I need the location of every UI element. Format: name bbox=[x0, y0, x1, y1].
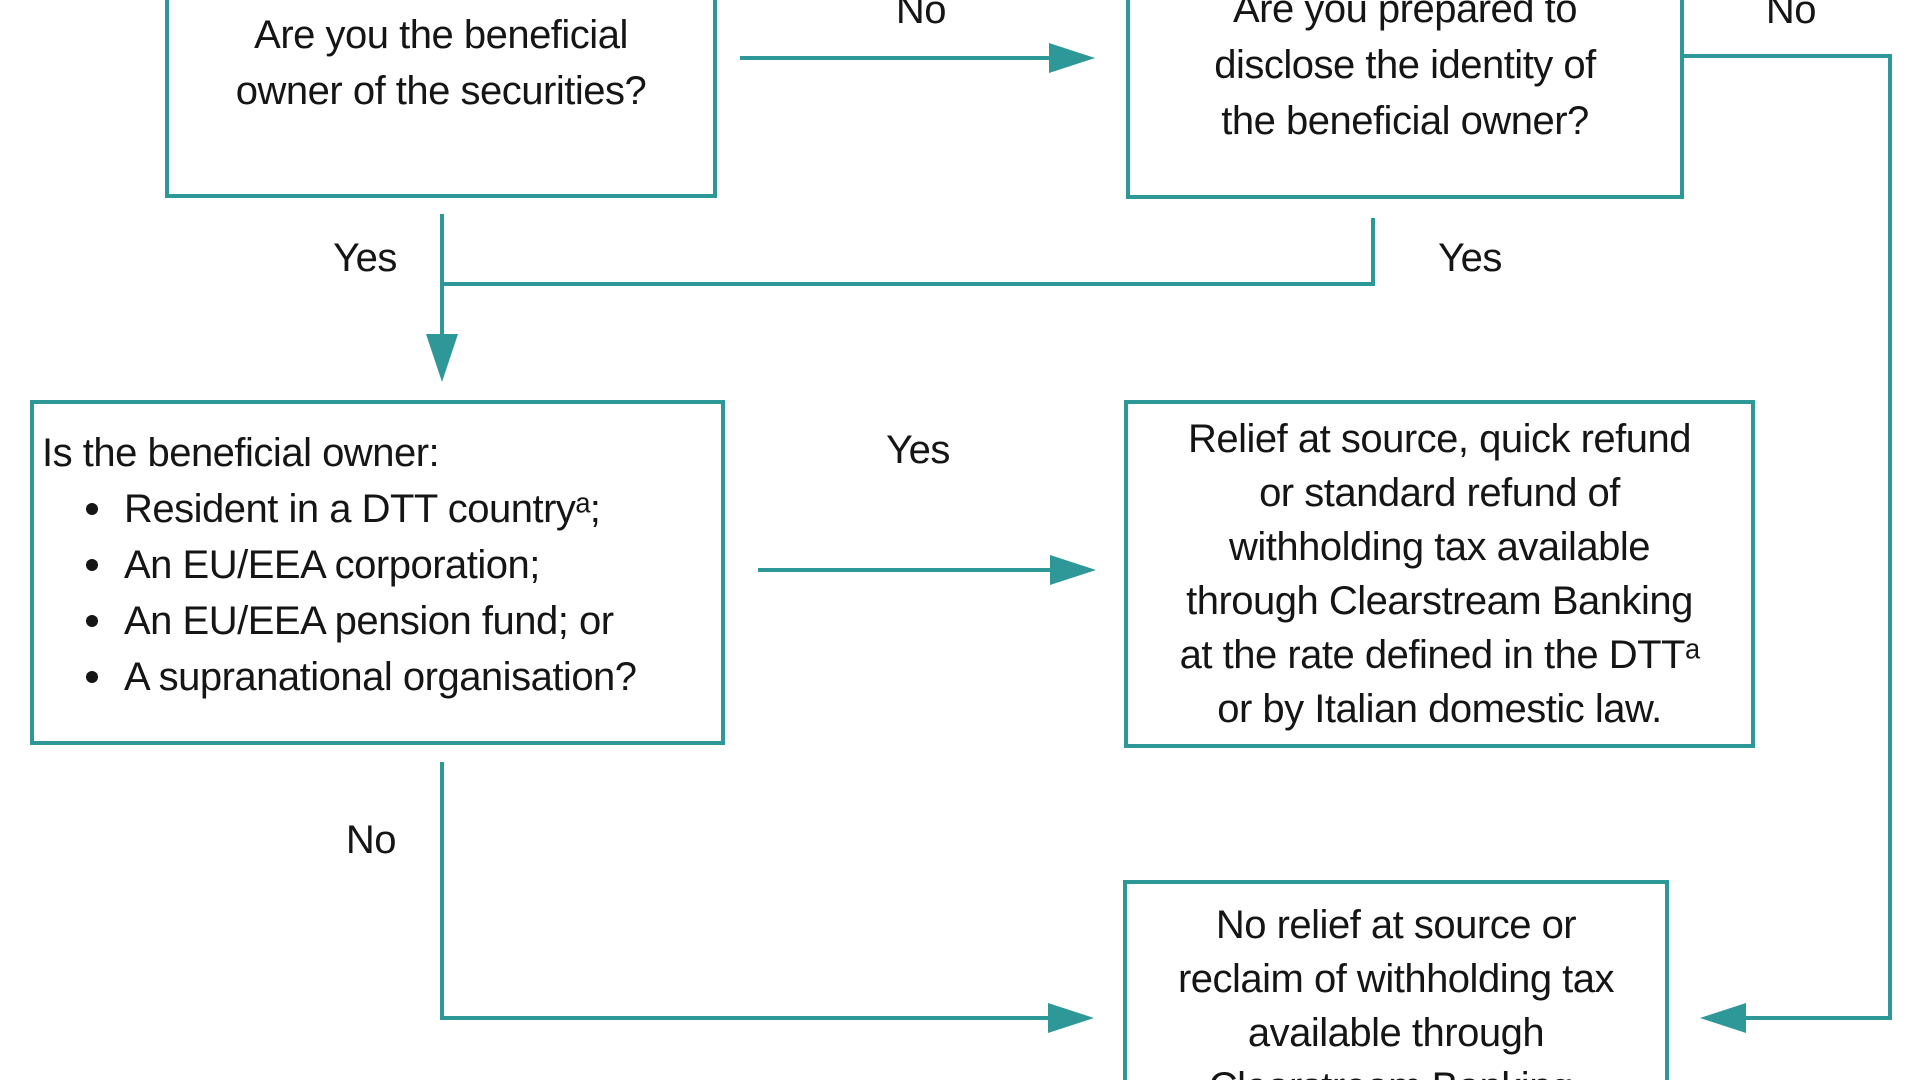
bullet-item: Resident in a DTT countryᵃ; bbox=[42, 482, 713, 536]
bullet-text: An EU/EEA pension fund; or bbox=[124, 599, 614, 643]
bullet-item: An EU/EEA pension fund; or bbox=[42, 594, 713, 648]
node-text-line: or by Italian domestic law. bbox=[1217, 687, 1662, 731]
label-yes-right: Yes bbox=[1438, 236, 1502, 280]
label-yes-left: Yes bbox=[333, 236, 397, 280]
node-owner-type-question: Is the beneficial owner: Resident in a D… bbox=[30, 400, 725, 745]
node-text-line: Are you prepared to bbox=[1232, 0, 1578, 31]
bullet-dot-icon bbox=[86, 503, 98, 515]
connector-no-right-top bbox=[1684, 54, 1892, 58]
node-heading: Is the beneficial owner: bbox=[42, 431, 440, 475]
connector-yes-mid bbox=[758, 568, 1054, 572]
bullet-text: An EU/EEA corporation; bbox=[124, 543, 540, 587]
node-text-line: Are you the beneficial bbox=[254, 13, 628, 57]
node-disclose-identity-question: Are you prepared to disclose the identit… bbox=[1126, 0, 1684, 199]
arrowhead-left-icon bbox=[1700, 1003, 1746, 1033]
bullet-item: A supranational organisation? bbox=[42, 650, 713, 704]
node-text-line: withholding tax available bbox=[1228, 525, 1651, 569]
arrowhead-right-icon bbox=[1048, 1003, 1094, 1033]
bullet-text: A supranational organisation? bbox=[124, 655, 637, 699]
connector-yes-left-vertical bbox=[440, 214, 444, 338]
node-text-line: or standard refund of bbox=[1259, 471, 1620, 515]
bullet-dot-icon bbox=[86, 559, 98, 571]
node-text-line: Clearstream Banking. bbox=[1127, 1060, 1665, 1080]
node-text-line: reclaim of withholding tax bbox=[1177, 957, 1615, 1001]
node-text-line: through Clearstream Banking bbox=[1186, 579, 1693, 623]
node-text-line: Relief at source, quick refund bbox=[1187, 417, 1692, 461]
arrowhead-down-icon bbox=[426, 334, 458, 382]
bullet-dot-icon bbox=[86, 671, 98, 683]
arrowhead-right-icon bbox=[1049, 43, 1095, 73]
connector-no-mid-vertical bbox=[440, 762, 444, 1020]
connector-yes-right-vertical bbox=[1371, 218, 1375, 286]
node-text-line: at the rate defined in the DTTᵃ bbox=[1179, 633, 1700, 677]
label-no-mid: No bbox=[345, 818, 397, 862]
connector-no-right-bottom bbox=[1744, 1016, 1892, 1020]
node-relief-available-outcome: Relief at source, quick refund or standa… bbox=[1124, 400, 1755, 748]
bullet-dot-icon bbox=[86, 615, 98, 627]
label-no-top-right: No bbox=[1765, 0, 1817, 32]
node-text-line: No relief at source or bbox=[1215, 903, 1577, 947]
label-yes-mid: Yes bbox=[886, 428, 950, 472]
node-text-line: available through bbox=[1247, 1011, 1545, 1055]
bullet-item: An EU/EEA corporation; bbox=[42, 538, 713, 592]
connector-no-mid-horizontal bbox=[440, 1016, 1052, 1020]
node-text-line: the beneficial owner? bbox=[1221, 98, 1589, 143]
node-text-line: disclose the identity of bbox=[1214, 42, 1596, 87]
node-text-line: owner of the securities? bbox=[235, 69, 647, 113]
bullet-text: Resident in a DTT countryᵃ; bbox=[124, 487, 601, 531]
arrowhead-right-icon bbox=[1050, 555, 1096, 585]
connector-no-top bbox=[740, 56, 1053, 60]
node-beneficial-owner-question: Are you the beneficial owner of the secu… bbox=[165, 0, 717, 198]
connector-no-right-vertical bbox=[1888, 54, 1892, 1020]
connector-yes-horizontal bbox=[440, 282, 1375, 286]
node-no-relief-outcome: No relief at source or reclaim of withho… bbox=[1123, 880, 1669, 1080]
label-no-top: No bbox=[895, 0, 947, 32]
